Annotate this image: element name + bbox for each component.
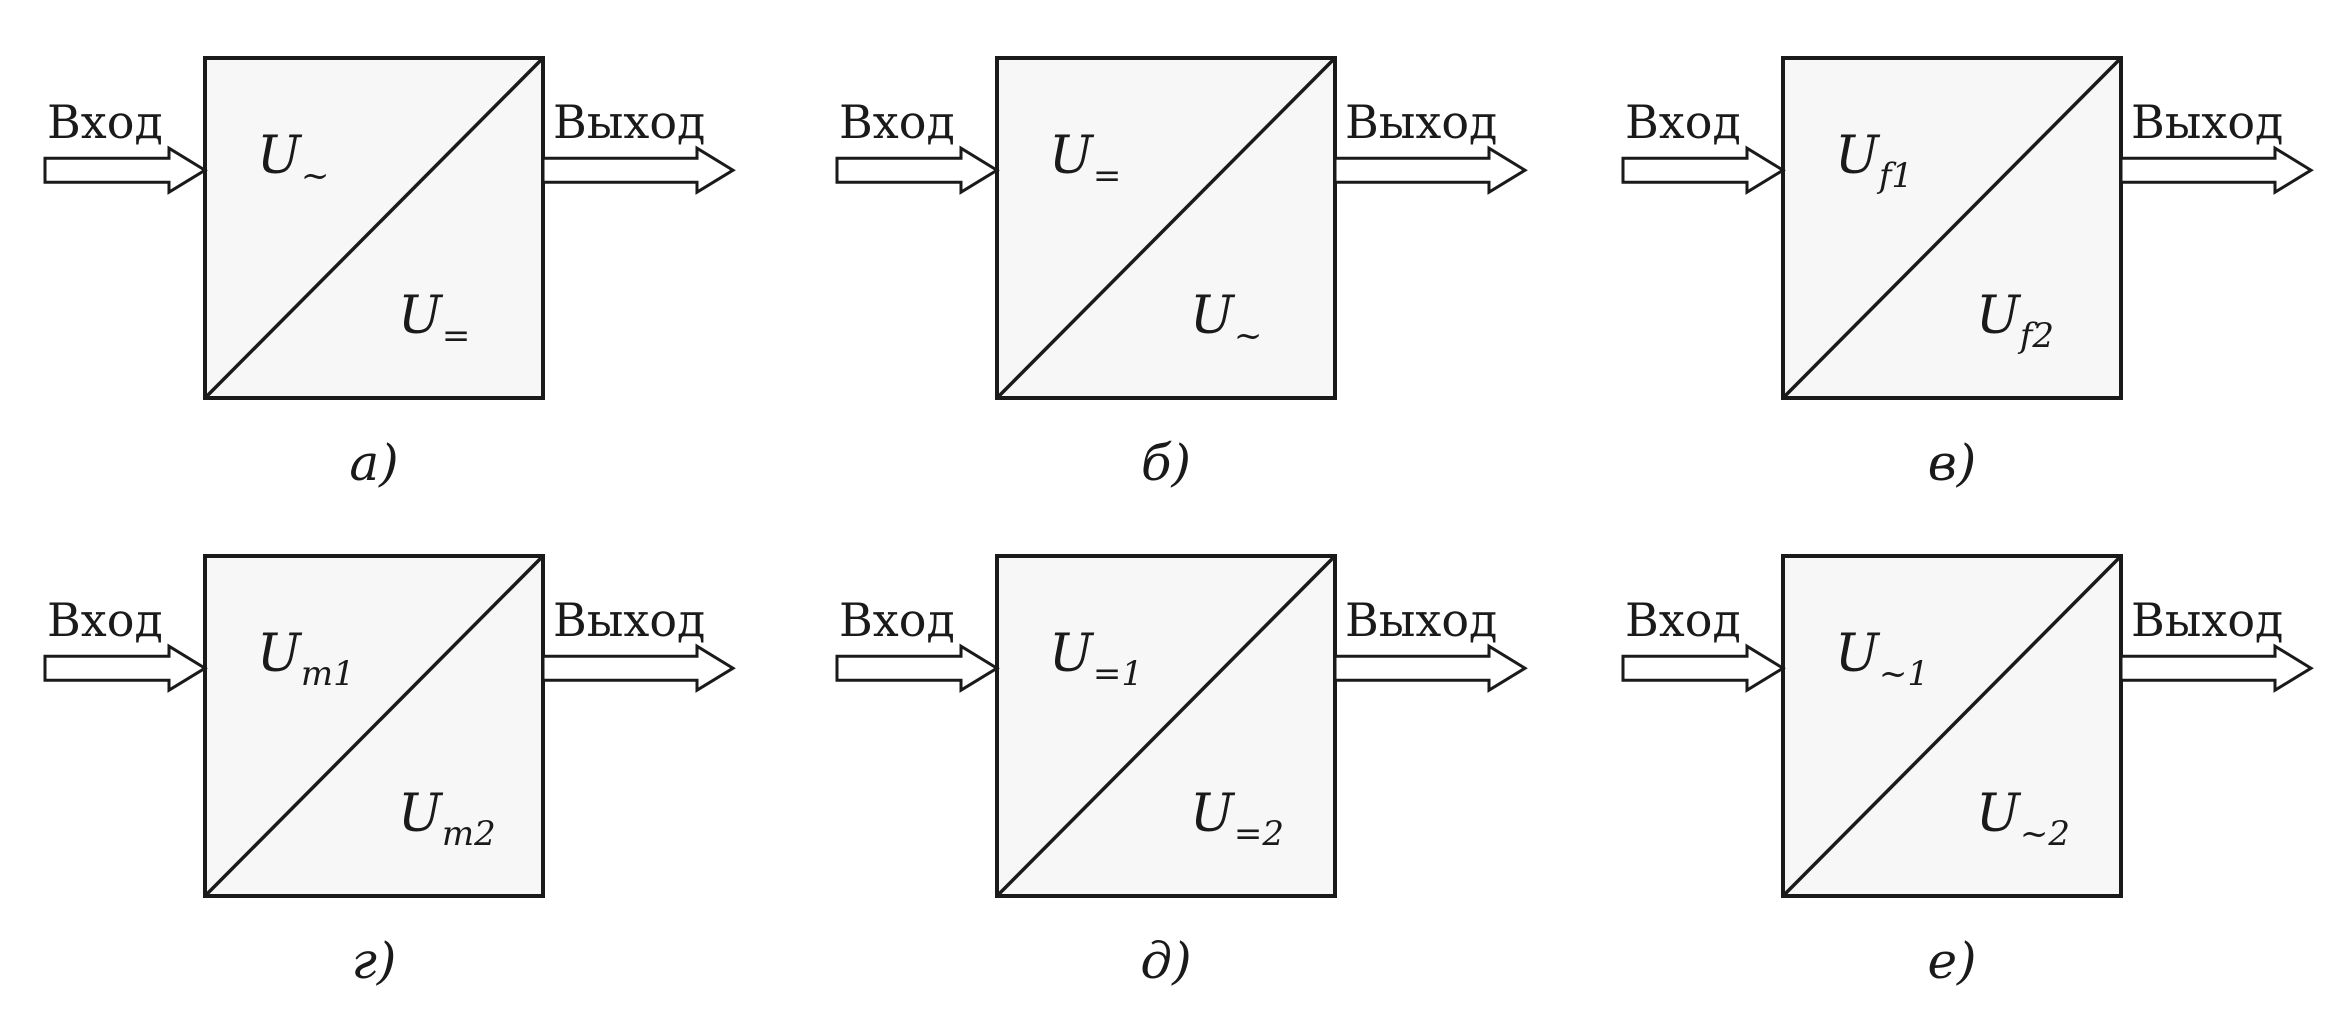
input-label: Вход xyxy=(1625,593,1741,647)
block-diagonal xyxy=(1781,554,2123,898)
output-arrow xyxy=(541,643,736,693)
output-quantity-subscript: = xyxy=(442,316,471,356)
output-quantity-symbol: U xyxy=(398,286,444,346)
input-quantity-subscript: =1 xyxy=(1093,654,1143,694)
block-caption: б) xyxy=(1141,434,1191,492)
input-arrow xyxy=(43,643,208,693)
block-diagonal xyxy=(995,56,1337,400)
input-quantity: Uf1 xyxy=(1835,126,1913,196)
input-quantity-subscript: ~1 xyxy=(1879,654,1929,694)
input-arrow xyxy=(43,145,208,195)
output-quantity: U~ xyxy=(1190,286,1262,356)
input-quantity-symbol: U xyxy=(257,126,303,186)
input-quantity-subscript: ~ xyxy=(301,156,330,196)
input-label: Вход xyxy=(47,95,163,149)
block-caption: г) xyxy=(352,932,397,990)
block-diagonal xyxy=(203,554,545,898)
input-quantity: U=1 xyxy=(1049,624,1143,694)
input-quantity-subscript: m1 xyxy=(301,654,355,694)
output-quantity: Um2 xyxy=(398,784,496,854)
input-quantity-symbol: U xyxy=(1049,126,1095,186)
input-label: Вход xyxy=(839,95,955,149)
input-arrow xyxy=(1621,145,1786,195)
output-label: Выход xyxy=(2131,593,2283,647)
output-quantity-symbol: U xyxy=(1190,784,1236,844)
input-quantity: Um1 xyxy=(257,624,355,694)
block-caption: д) xyxy=(1140,932,1191,990)
input-arrow xyxy=(835,145,1000,195)
input-quantity-subscript: = xyxy=(1093,156,1122,196)
output-label: Выход xyxy=(553,593,705,647)
block-diagonal xyxy=(995,554,1337,898)
block-diagonal xyxy=(1781,56,2123,400)
output-quantity-subscript: f2 xyxy=(2017,316,2054,356)
output-label: Выход xyxy=(2131,95,2283,149)
block-caption: в) xyxy=(1928,434,1977,492)
input-quantity-symbol: U xyxy=(1835,624,1881,684)
block-caption: е) xyxy=(1927,932,1976,990)
output-quantity-subscript: =2 xyxy=(1234,814,1284,854)
output-quantity: U= xyxy=(398,286,470,356)
output-label: Выход xyxy=(1345,95,1497,149)
output-quantity-subscript: ~ xyxy=(1234,316,1263,356)
output-arrow xyxy=(2119,145,2314,195)
output-quantity-symbol: U xyxy=(1976,286,2022,346)
output-label: Выход xyxy=(553,95,705,149)
output-quantity-subscript: m2 xyxy=(442,814,496,854)
output-quantity-symbol: U xyxy=(1976,784,2022,844)
input-quantity-symbol: U xyxy=(1835,126,1881,186)
output-arrow xyxy=(541,145,736,195)
output-quantity-symbol: U xyxy=(1190,286,1236,346)
output-quantity: Uf2 xyxy=(1976,286,2054,356)
output-quantity: U=2 xyxy=(1190,784,1284,854)
input-arrow xyxy=(1621,643,1786,693)
input-quantity: U= xyxy=(1049,126,1121,196)
input-quantity: U~1 xyxy=(1835,624,1929,694)
output-quantity-symbol: U xyxy=(398,784,444,844)
output-arrow xyxy=(1333,643,1528,693)
input-quantity-symbol: U xyxy=(1049,624,1095,684)
input-quantity: U~ xyxy=(257,126,329,196)
output-label: Выход xyxy=(1345,593,1497,647)
input-label: Вход xyxy=(47,593,163,647)
block-diagonal xyxy=(203,56,545,400)
input-arrow xyxy=(835,643,1000,693)
input-label: Вход xyxy=(1625,95,1741,149)
input-quantity-symbol: U xyxy=(257,624,303,684)
output-quantity: U~2 xyxy=(1976,784,2070,854)
input-quantity-subscript: f1 xyxy=(1876,156,1913,196)
output-quantity-subscript: ~2 xyxy=(2020,814,2070,854)
output-arrow xyxy=(1333,145,1528,195)
block-caption: а) xyxy=(349,434,398,492)
input-label: Вход xyxy=(839,593,955,647)
output-arrow xyxy=(2119,643,2314,693)
